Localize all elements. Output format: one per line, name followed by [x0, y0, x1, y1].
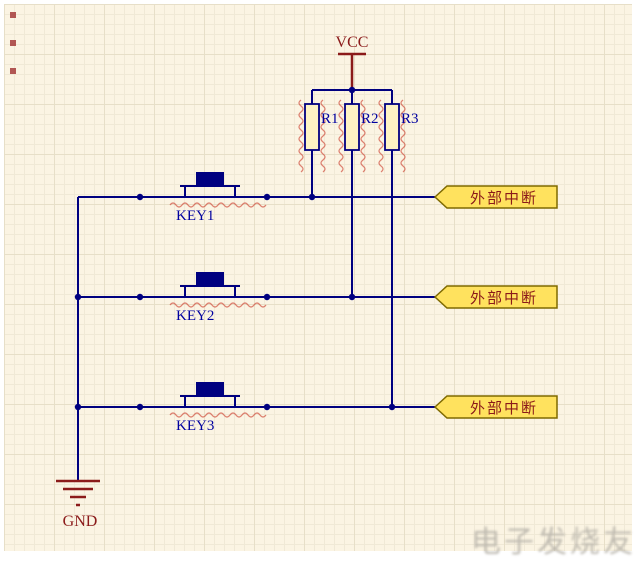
resistor-r3-body [384, 103, 400, 151]
port-label-3: 外部中断 [470, 400, 538, 417]
sheet-mark [10, 40, 16, 46]
junction-dot [74, 293, 82, 301]
error-squiggle [298, 99, 304, 173]
resistor-r1-body [304, 103, 320, 151]
resistor-r2-body [344, 103, 360, 151]
junction-dot [308, 193, 316, 201]
key1-label: KEY1 [176, 208, 214, 224]
junction-dot [263, 403, 271, 411]
junction-dot [388, 403, 396, 411]
port-label-1: 外部中断 [470, 190, 538, 207]
error-squiggle [169, 302, 267, 308]
junction-dot [74, 403, 82, 411]
port-external-interrupt-2 [433, 285, 558, 309]
error-squiggle [378, 99, 384, 173]
junction-dot [136, 403, 144, 411]
port-external-interrupt-1 [433, 185, 558, 209]
schematic-sheet: VCC R1 R2 R3 [4, 4, 632, 551]
port-external-interrupt-3 [433, 395, 558, 419]
error-squiggle [320, 99, 326, 173]
resistor-r1-label: R1 [321, 111, 339, 127]
key3-label: KEY3 [176, 418, 214, 434]
junction-dot [348, 293, 356, 301]
gnd-label: GND [63, 513, 98, 530]
error-squiggle [338, 99, 344, 173]
junction-dot [136, 193, 144, 201]
junction-dot [263, 193, 271, 201]
junction-dot [136, 293, 144, 301]
watermark: 电子发烧友 [471, 526, 636, 559]
sheet-mark [10, 68, 16, 74]
key1-cap [196, 172, 224, 186]
key2-cap [196, 272, 224, 286]
resistor-r2-label: R2 [361, 111, 379, 127]
resistor-r3-label: R3 [401, 111, 419, 127]
error-squiggle [169, 202, 267, 208]
error-squiggle [360, 99, 366, 173]
schematic-canvas: VCC R1 R2 R3 [10, 12, 558, 530]
error-squiggle [169, 412, 267, 418]
junction-dot [348, 86, 356, 94]
sheet-mark [10, 12, 16, 18]
junction-dot [263, 293, 271, 301]
key3-cap [196, 382, 224, 396]
error-squiggle [400, 99, 406, 173]
key2-label: KEY2 [176, 308, 214, 324]
port-label-2: 外部中断 [470, 290, 538, 307]
vcc-label: VCC [336, 34, 369, 51]
